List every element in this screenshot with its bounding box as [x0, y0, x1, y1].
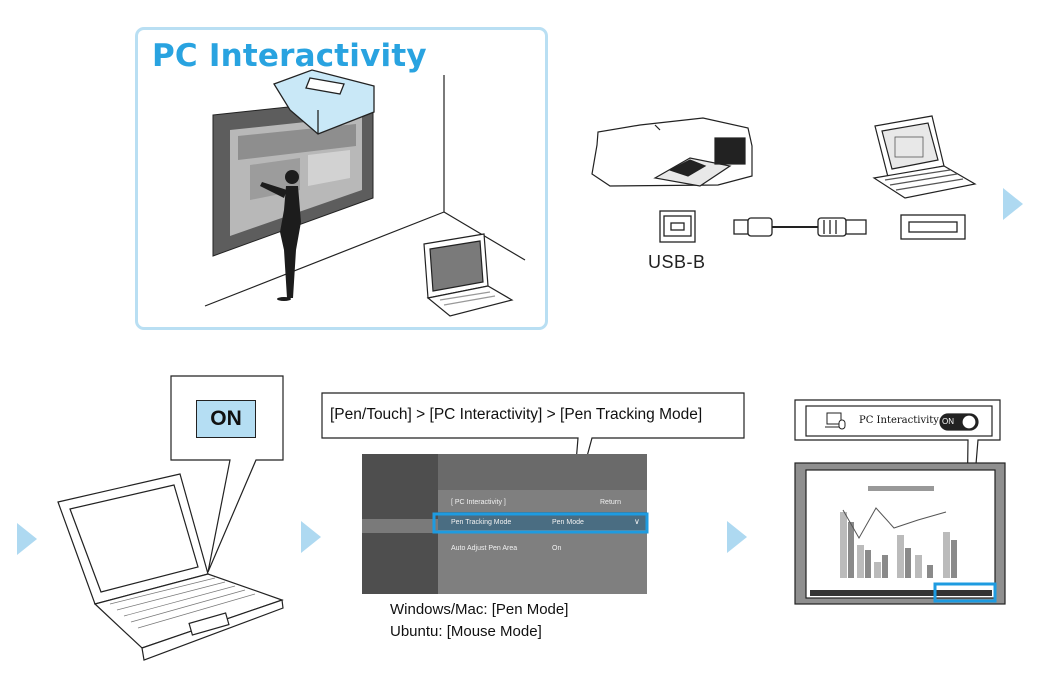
room-laptop-illustration [423, 233, 514, 317]
toggle-state: ON [942, 417, 954, 426]
menu-row-value[interactable]: On [552, 545, 562, 552]
usb-b-port-icon [659, 210, 696, 243]
panel-title: PC Interactivity [152, 38, 427, 74]
pc-interactivity-panel [135, 27, 548, 330]
usb-cable-illustration [733, 217, 867, 237]
usb-b-label: USB-B [648, 252, 706, 272]
note-ubuntu: Ubuntu: [Mouse Mode] [390, 623, 542, 640]
usb-a-port-icon [900, 214, 966, 240]
chevron-down-icon[interactable]: ∨ [634, 517, 640, 526]
laptop-device-illustration [872, 115, 977, 199]
bar-chart-thumbnail [840, 512, 950, 578]
ceiling-projector-illustration [273, 69, 375, 135]
step-laptop-illustration [57, 473, 284, 661]
menu-path-label: [Pen/Touch] > [PC Interactivity] > [Pen … [330, 406, 703, 423]
flow-arrow [301, 521, 321, 553]
toggle-label: PC Interactivity [859, 415, 939, 426]
menu-return[interactable]: Return [600, 499, 622, 506]
flow-arrow [17, 523, 37, 555]
pc-interactivity-icon [825, 412, 846, 430]
mode-notes: Windows/Mac: [Pen Mode] Ubuntu: [Mouse M… [390, 599, 568, 643]
on-label: ON [196, 400, 256, 438]
toggle-callout [794, 399, 1001, 586]
note-windows-mac: Windows/Mac: [Pen Mode] [390, 601, 569, 618]
toggle-switch [939, 413, 979, 431]
highlight-box [432, 512, 649, 534]
taskbar-highlight-box [933, 582, 997, 603]
menu-row-value[interactable]: Pen Mode [552, 519, 584, 526]
flow-arrow [1003, 188, 1023, 220]
flow-arrow [727, 521, 747, 553]
menu-header: [ PC Interactivity ] [451, 499, 506, 506]
projector-device-illustration [591, 117, 753, 187]
menu-screenshot [362, 454, 647, 594]
presenter-silhouette [260, 170, 301, 301]
projected-chart-screen [794, 462, 1006, 605]
menu-row-label[interactable]: Auto Adjust Pen Area [451, 545, 518, 552]
menu-row-label[interactable]: Pen Tracking Mode [451, 519, 512, 526]
